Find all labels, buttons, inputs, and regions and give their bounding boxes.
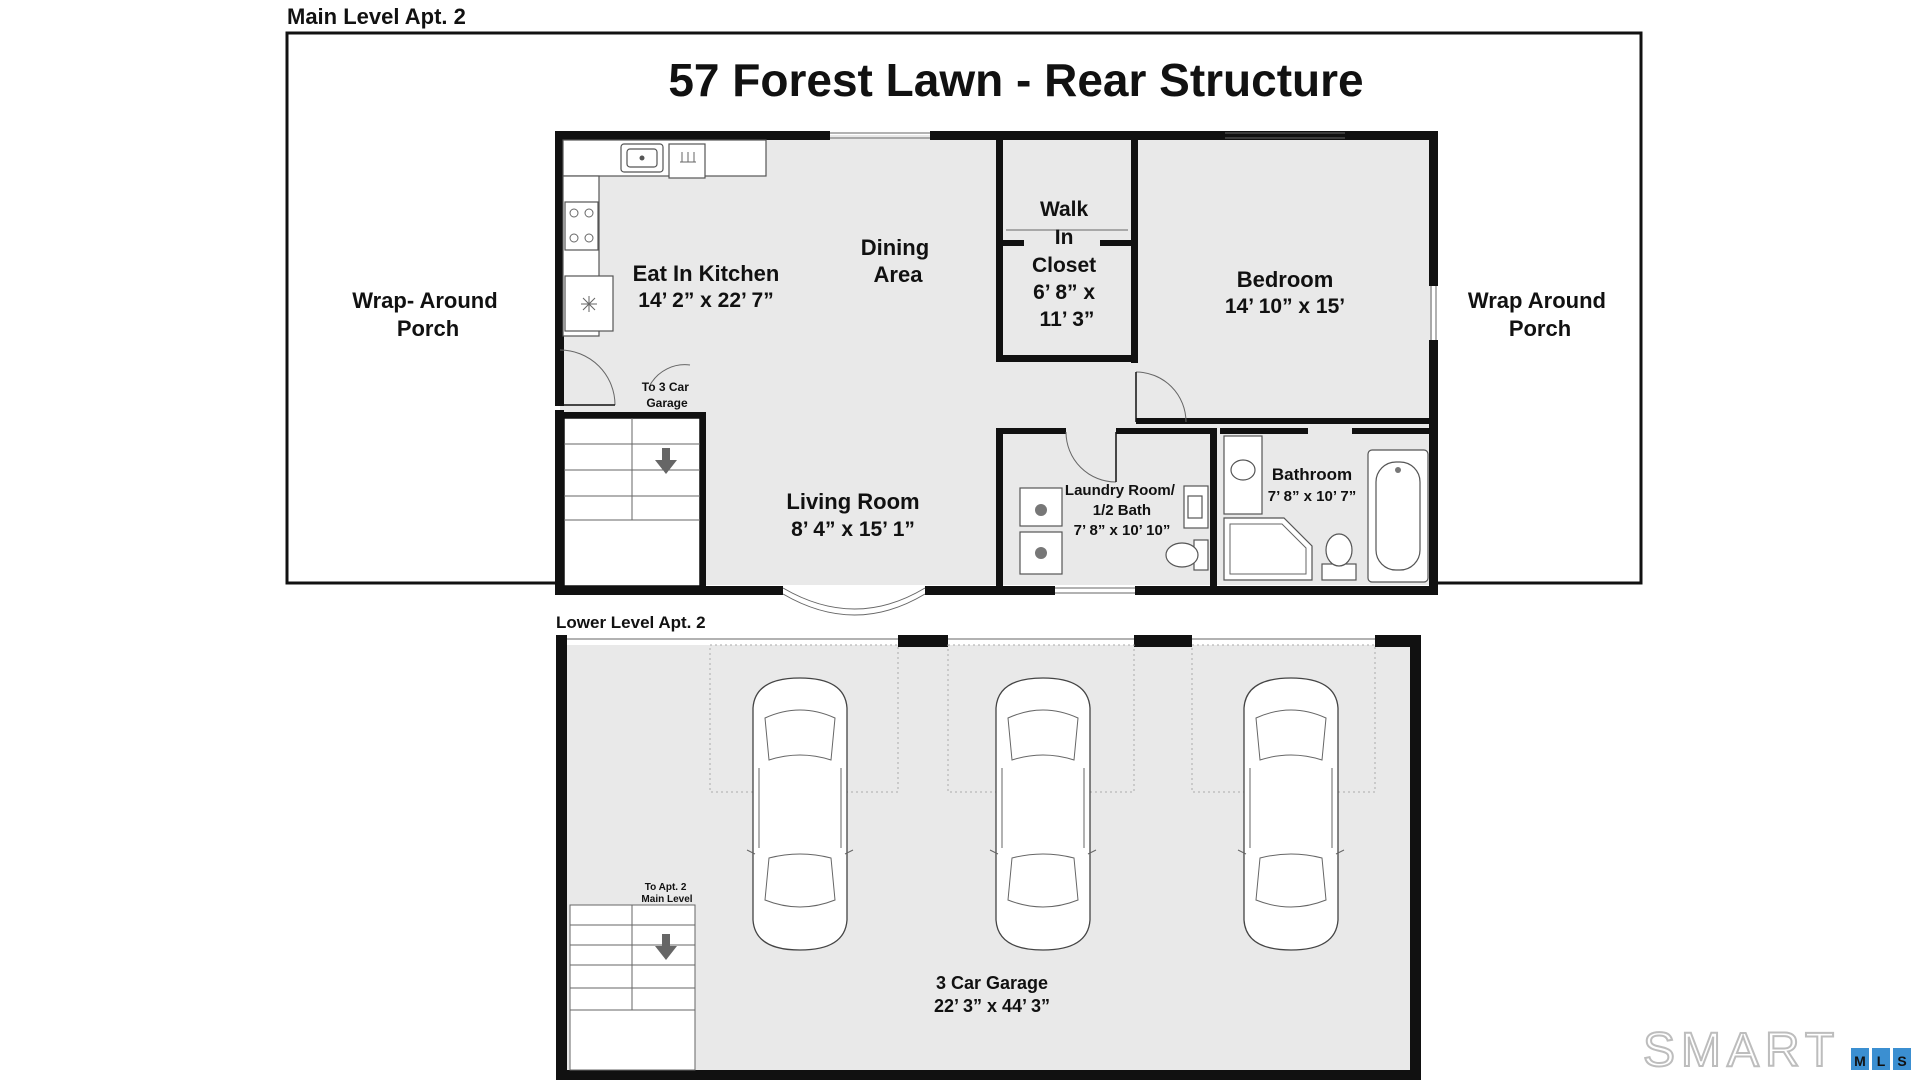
interior-walls [560,135,1432,590]
bathroom-vanity-icon [1223,435,1263,515]
dining-area-label: Dining Area [861,235,936,287]
living-room-dims: 8’ 4” x 15’ 1” [791,518,915,541]
toilet-icon [1321,533,1357,581]
dishwasher-icon [668,143,706,179]
windows [782,132,1437,616]
laundry-sink-icon [1183,485,1209,529]
car-icon [1237,677,1345,951]
logo-word: SMART [1643,1024,1840,1077]
smart-mls-logo: SMART M L S [1642,1023,1911,1078]
bedroom-dims: 14’ 10” x 15’ [1225,295,1345,318]
refrigerator-icon [564,275,614,332]
car-icon [989,677,1097,951]
toilet-icon [1165,539,1209,571]
porch-left-label: Wrap- Around Porch [352,288,504,341]
kitchen-dims: 14’ 2” x 22’ 7” [638,289,773,312]
logo-l: L [1877,1053,1886,1069]
laundry-room-label: Laundry Room/ 1/2 Bath 7’ 8” x 10’ 10” [1065,482,1179,539]
bedroom-name: Bedroom [1237,267,1334,292]
bathroom-name: Bathroom [1272,465,1352,484]
stairs-down-arrow-icon [655,448,677,474]
bathroom-dims: 7’ 8” x 10’ 7” [1268,488,1356,505]
sink-icon [620,143,664,173]
logo-s: S [1897,1053,1906,1069]
car-icon [746,677,854,951]
garage-link-label: To 3 Car Garage [642,380,692,410]
stove-icon [564,201,599,251]
plan-title: 57 Forest Lawn - Rear Structure [668,54,1363,106]
living-room-name: Living Room [786,489,919,514]
doors [559,349,1187,483]
garage-name: 3 Car Garage [936,973,1048,993]
garage-dims: 22’ 3” x 44’ 3” [934,996,1050,1016]
main-level-caption: Main Level Apt. 2 [287,4,466,29]
lower-stair-label: To Apt. 2 Main Level [641,882,692,905]
stairs-down-arrow-icon [655,934,677,960]
lower-level-stairs [569,904,696,1071]
shower-icon [1223,517,1313,581]
garage-walls [556,635,1421,1080]
lower-level-caption: Lower Level Apt. 2 [556,613,706,632]
washer-icon [1019,487,1063,527]
exterior-walls [555,131,1438,595]
walk-in-closet-label: Walk In Closet 6’ 8” x 11’ 3” [1032,198,1102,331]
bathtub-icon [1367,449,1429,583]
main-level-stairs [563,417,701,587]
logo-m: M [1854,1053,1866,1069]
porch-right-label: Wrap Around Porch [1468,288,1612,341]
dryer-icon [1019,531,1063,575]
kitchen-name: Eat In Kitchen [633,261,780,286]
